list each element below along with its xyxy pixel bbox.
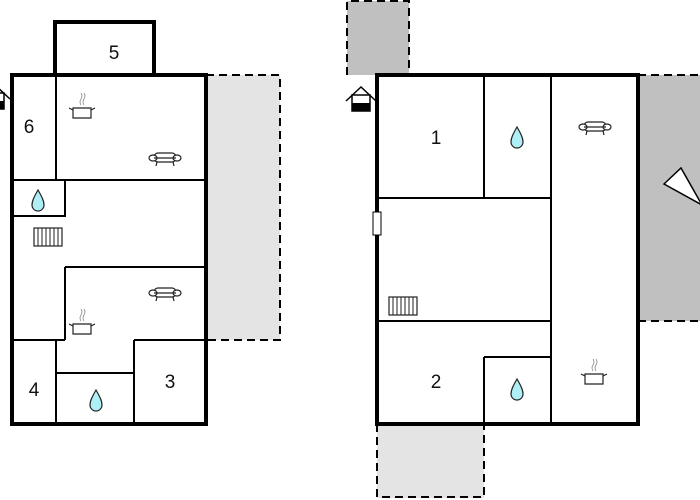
sofa-icon (148, 287, 182, 302)
room-label-3: 3 (165, 372, 176, 393)
compass-icon (662, 166, 700, 205)
radiator-icon (33, 227, 63, 247)
water-drop-icon (89, 389, 103, 412)
left-floor-plan: 5 6 4 3 (0, 20, 281, 426)
door-icon (372, 211, 382, 236)
kitchen-pot-icon (580, 358, 608, 385)
kitchen-pot-icon (68, 92, 96, 119)
terrace-left (206, 75, 280, 340)
radiator-icon (388, 296, 418, 316)
room-label-6: 6 (24, 117, 35, 138)
terrace-top (347, 1, 409, 75)
water-drop-icon (510, 378, 524, 401)
room-label-2: 2 (431, 372, 442, 393)
entrance-icon (345, 86, 377, 112)
sofa-icon (578, 121, 612, 136)
entrance-icon (0, 84, 11, 110)
room-label-5: 5 (109, 43, 120, 64)
room-label-4: 4 (29, 380, 40, 401)
terrace-bottom (377, 424, 484, 498)
water-drop-icon (510, 126, 524, 149)
water-drop-icon (31, 189, 45, 212)
right-floor-plan: 1 2 (345, 0, 700, 498)
kitchen-pot-icon (68, 308, 96, 335)
sofa-icon (148, 152, 182, 167)
room-label-1: 1 (431, 128, 442, 149)
